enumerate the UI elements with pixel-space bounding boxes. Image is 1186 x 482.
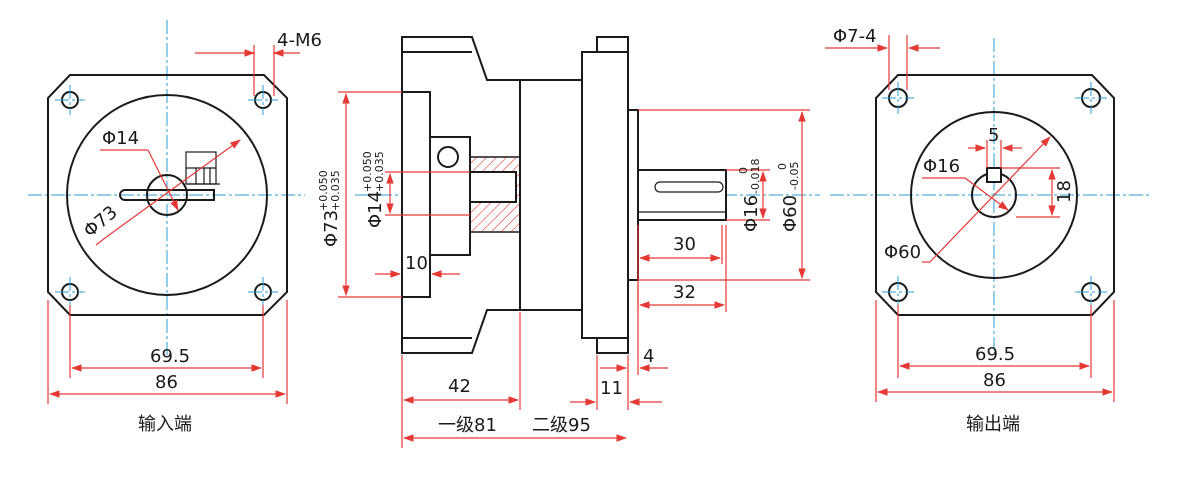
input-bore-circle <box>146 174 188 216</box>
side-dim-out-pilot-group: Φ60 0 -0.05 <box>776 162 801 232</box>
side-dim-pilot-depth: 10 <box>405 253 428 274</box>
input-dim-lines <box>47 45 300 404</box>
side-dim-out-pilot-tol-upper: 0 <box>776 163 789 170</box>
output-key <box>986 167 1002 183</box>
side-dim-flange-thick: 11 <box>600 378 623 399</box>
input-caption: 输入端 <box>138 414 192 435</box>
side-dim-shaft-length: 32 <box>673 282 696 303</box>
output-pilot <box>627 109 639 281</box>
side-dim-key-length: 30 <box>673 234 696 255</box>
input-dim-bore: Φ14 <box>102 128 139 149</box>
side-dim-pilot-step: 4 <box>643 346 654 367</box>
side-dim-pilot-group: Φ73 +0.050 +0.035 <box>317 170 342 247</box>
input-flange <box>47 74 288 316</box>
output-end-view: Φ7-4 5 Φ16 18 Φ60 69.5 86 输出端 <box>825 26 1150 435</box>
input-dim-pilot: Φ73 <box>80 202 122 242</box>
output-dim-pilot: Φ60 <box>884 242 921 263</box>
input-end-view: 4-M6 Φ14 Φ73 69.5 86 输入端 <box>28 20 322 435</box>
output-flange-face <box>875 74 1115 316</box>
input-slot <box>119 189 215 201</box>
output-dim-key-width: 5 <box>988 125 999 146</box>
output-dim-flange-width: 86 <box>983 370 1006 391</box>
input-pilot-boss <box>401 91 431 298</box>
side-dim-pilot: Φ73 <box>321 210 342 247</box>
input-dim-bolt: 4-M6 <box>277 30 322 51</box>
side-dim-input-len: 42 <box>448 376 471 397</box>
side-dim-pilot-tol-upper: +0.050 <box>317 170 330 211</box>
side-dim-pilot-tol-lower: +0.035 <box>329 170 342 211</box>
coupling-block <box>429 136 471 256</box>
output-pilot-circle <box>910 111 1078 279</box>
side-dim-bore-group: Φ14 +0.050 +0.035 <box>361 151 386 228</box>
side-dim-out-pilot: Φ60 <box>780 195 801 232</box>
output-dim-shaft: Φ16 <box>923 156 960 177</box>
gear-housing <box>519 79 583 311</box>
input-pilot-circle <box>66 94 268 296</box>
input-clamp-detail <box>185 151 220 185</box>
output-dim-lines <box>825 35 1115 402</box>
side-dim-bore-tol-lower: +0.035 <box>373 151 386 192</box>
output-caption: 输出端 <box>966 414 1020 435</box>
side-dim-shaft: Φ16 <box>741 195 762 232</box>
output-dim-holes: Φ7-4 <box>833 26 877 47</box>
input-dim-flange-width: 86 <box>155 372 178 393</box>
side-dim-len-stage2: 二级95 <box>532 415 591 436</box>
side-dim-shaft-tol-upper: 0 <box>737 167 750 174</box>
side-view: Φ73 +0.050 +0.035 Φ14 +0.050 +0.035 10 Φ… <box>317 36 820 448</box>
side-dim-shaft-group: Φ16 0 -0.018 <box>737 159 762 232</box>
clamp-screw <box>437 146 459 168</box>
side-dim-lines <box>338 91 810 448</box>
output-dim-bolt-spacing: 69.5 <box>975 344 1015 365</box>
side-dim-bore-tol-upper: +0.050 <box>361 151 374 192</box>
input-dim-bolt-spacing: 69.5 <box>150 346 190 367</box>
output-flange <box>581 36 629 354</box>
side-dim-bore: Φ14 <box>365 191 386 228</box>
output-dim-key-height: 18 <box>1054 180 1075 203</box>
side-dim-out-pilot-tol-lower: -0.05 <box>788 162 801 190</box>
side-dim-len-stage1: 一级81 <box>438 415 497 436</box>
side-dim-shaft-tol-lower: -0.018 <box>749 159 762 194</box>
